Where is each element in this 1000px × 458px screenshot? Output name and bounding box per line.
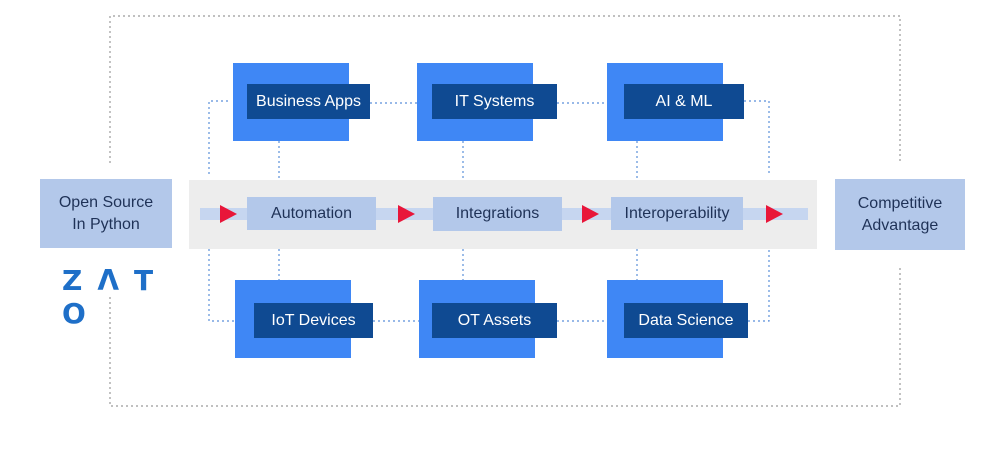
logo-char-4: O [62, 297, 101, 330]
connector-top-left [208, 100, 228, 176]
flow-arrow-2 [398, 205, 415, 223]
stage-interoperability: Interoperability [611, 197, 743, 230]
it-systems-label: IT Systems [432, 84, 557, 119]
ai-ml-label: AI & ML [624, 84, 744, 119]
stage-automation: Automation [247, 197, 376, 230]
open-source-box: Open Source In Python [40, 179, 172, 248]
competitive-advantage-box: Competitive Advantage [835, 179, 965, 250]
competitive-advantage-line1: Competitive [857, 194, 943, 212]
open-source-line2: In Python [72, 215, 140, 233]
ot-assets-label: OT Assets [432, 303, 557, 338]
outer-frame-top [109, 15, 901, 163]
connector-bottom-right [748, 249, 770, 322]
open-source-line1: Open Source [58, 193, 154, 211]
competitive-advantage-line2: Advantage [861, 216, 939, 234]
logo-char-3: T [133, 264, 169, 297]
iot-devices-label: IoT Devices [254, 303, 373, 338]
flow-arrow-3 [582, 205, 599, 223]
flow-arrow-1 [220, 205, 237, 223]
business-apps-label: Business Apps [247, 84, 370, 119]
logo-char-1: Z [62, 264, 98, 297]
logo-char-2: Λ [97, 264, 134, 297]
connector-top-right [744, 100, 770, 176]
data-science-label: Data Science [624, 303, 748, 338]
zato-logo: ZΛTO [62, 264, 182, 330]
flow-arrow-4 [766, 205, 783, 223]
stage-integrations: Integrations [433, 197, 562, 231]
connector-bottom-left [208, 249, 240, 322]
